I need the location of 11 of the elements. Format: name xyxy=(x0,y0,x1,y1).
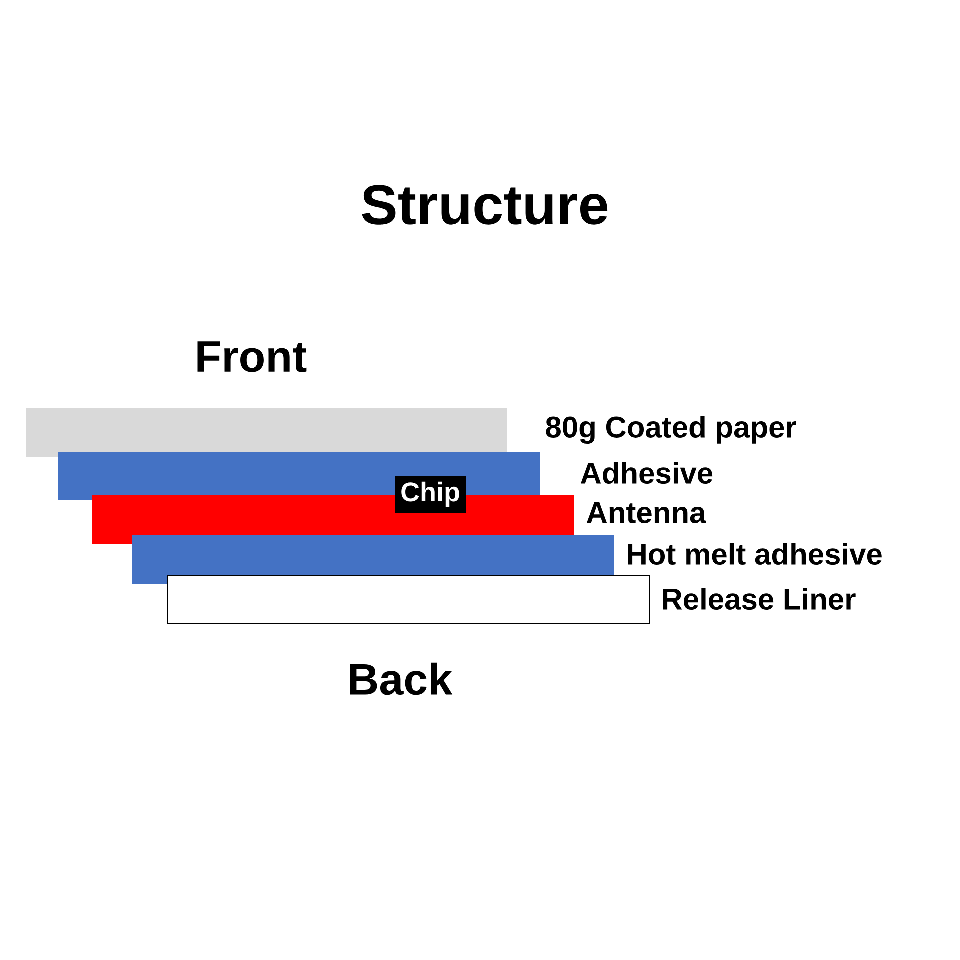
side-label: Back xyxy=(350,662,453,696)
layer-label: 80g Coated paper xyxy=(546,416,796,444)
title: Structure xyxy=(362,185,608,225)
layer-label: Hot melt adhesive xyxy=(628,543,882,566)
chip-box: Chip xyxy=(395,476,466,513)
layer-label: Release Liner xyxy=(663,588,856,610)
layer-label: Antenna xyxy=(586,502,706,524)
layer-label: Adhesive xyxy=(580,462,713,484)
side-label: Front xyxy=(198,342,307,372)
layer-bar xyxy=(26,408,508,458)
layer-bar xyxy=(167,575,650,624)
